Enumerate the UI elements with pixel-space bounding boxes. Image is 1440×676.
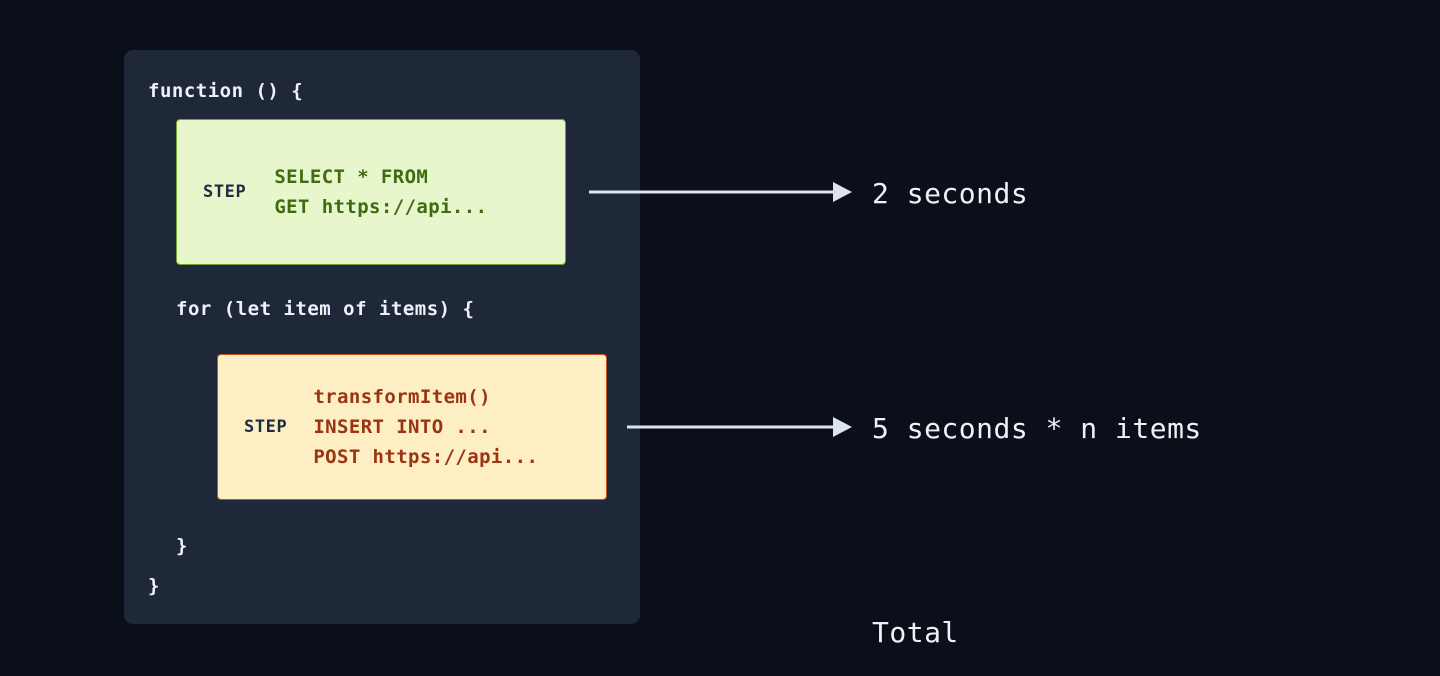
step-code-2: transformItem() INSERT INTO ... POST htt… [313, 382, 538, 472]
code-line-loop-close: } [176, 535, 188, 557]
code-panel: function () { STEP SELECT * FROM GET htt… [124, 50, 640, 624]
step-code-line: GET https://api... [274, 196, 488, 218]
code-line-loop-open: for (let item of items) { [176, 298, 475, 320]
step-tag-2: STEP [244, 417, 288, 437]
step-code-line: SELECT * FROM [274, 166, 429, 188]
code-line-function-close: } [148, 575, 160, 597]
timing-label-step-1: 2 seconds [872, 177, 1029, 210]
step-code-1: SELECT * FROM GET https://api... [274, 162, 487, 222]
arrow-step-2-icon [627, 417, 852, 437]
total-heading: Total [872, 616, 959, 649]
total-summary: Total 100 items = 502 seconds [872, 533, 1271, 676]
arrow-step-1-icon [589, 182, 852, 202]
code-line-function-open: function () { [148, 80, 304, 102]
step-tag-1: STEP [203, 182, 247, 202]
step-block-2[interactable]: STEP transformItem() INSERT INTO ... POS… [217, 354, 607, 500]
timing-label-step-2: 5 seconds * n items [872, 412, 1202, 445]
arrow-shaft [627, 425, 835, 429]
step-code-line: transformItem() [313, 386, 491, 408]
arrow-head [833, 417, 852, 437]
step-block-1[interactable]: STEP SELECT * FROM GET https://api... [176, 119, 566, 265]
arrow-shaft [589, 190, 835, 194]
arrow-head [833, 182, 852, 202]
step-code-line: INSERT INTO ... [313, 416, 491, 438]
step-code-line: POST https://api... [313, 446, 539, 468]
